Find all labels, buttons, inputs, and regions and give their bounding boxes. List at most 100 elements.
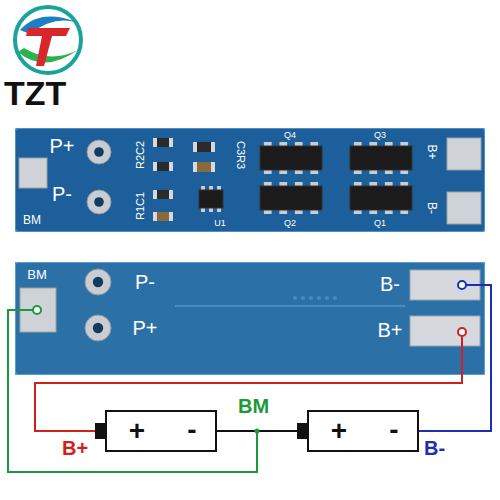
chip-pin <box>369 142 377 146</box>
wire-junction <box>255 429 260 434</box>
chip-pin <box>217 208 221 212</box>
through-hole-pad <box>87 140 111 164</box>
chip-pin <box>400 182 408 186</box>
pad-name: BM <box>27 268 47 281</box>
via <box>293 296 297 300</box>
terminal-sign: + <box>331 417 347 445</box>
chip-pin <box>385 182 393 186</box>
smd-part <box>153 190 173 199</box>
chip-pin <box>201 186 205 190</box>
smd-part <box>153 162 173 171</box>
chip-pin <box>264 170 272 174</box>
chip-pin <box>279 170 287 174</box>
pcb-bottom-view-art <box>15 262 485 375</box>
smd-end <box>169 190 173 199</box>
battery-body <box>106 411 216 451</box>
chip-pin <box>295 210 303 214</box>
pcb-body <box>15 262 485 375</box>
smd-end <box>169 212 173 221</box>
chip-pin <box>310 142 318 146</box>
solder-point <box>458 281 466 289</box>
through-hole-pad <box>87 190 111 214</box>
drill-hole <box>94 197 104 207</box>
battery-nub <box>297 423 307 439</box>
smd-end <box>153 212 157 221</box>
smd-end <box>211 162 215 172</box>
chip-pin <box>279 210 287 214</box>
battery-cell: +- <box>297 410 419 452</box>
smd-end <box>169 138 173 147</box>
via <box>309 296 313 300</box>
part-name: C3R3 <box>235 141 246 169</box>
terminal-sign: - <box>389 416 398 444</box>
battery-nub <box>95 423 105 439</box>
smd-end <box>193 162 197 172</box>
solder-point <box>33 306 41 314</box>
part-name: U1 <box>214 219 226 228</box>
chip-pin <box>400 170 408 174</box>
chip-pin <box>354 142 362 146</box>
chip-pin <box>385 142 393 146</box>
part-name: Q4 <box>284 131 296 140</box>
smd-end <box>153 138 157 147</box>
chip-pin <box>354 182 362 186</box>
chip-pin <box>295 170 303 174</box>
chip-body <box>350 146 412 170</box>
smd-part <box>193 142 215 152</box>
smd-end <box>169 162 173 171</box>
battery-cell-art <box>297 410 419 452</box>
pad-name: P+ <box>132 318 157 338</box>
chip-pin <box>209 186 213 190</box>
chip-pin <box>201 208 205 212</box>
wire-label: B- <box>424 438 445 458</box>
battery-cell-art <box>95 410 217 452</box>
brand-logo <box>0 0 100 82</box>
via <box>333 296 337 300</box>
copper-trace <box>175 305 405 307</box>
smd-part <box>153 212 173 221</box>
pcb-top-view: P+R2C2C3R3Q4Q3B+P-R1C1BMU1Q2Q1B- <box>15 128 485 232</box>
terminal-sign: - <box>187 416 196 444</box>
pcb-top-view-art <box>15 128 485 232</box>
chip-body <box>260 146 322 170</box>
pad-name: P- <box>135 272 155 292</box>
chip-body <box>260 186 322 210</box>
pcb-bottom-view: BM P- P+ B- B+ <box>15 262 485 375</box>
chip-pin <box>385 170 393 174</box>
part-name: R2C2 <box>135 141 146 169</box>
wire-label: BM <box>238 396 269 416</box>
chip-pin <box>400 210 408 214</box>
chip-pin <box>369 182 377 186</box>
solder-pad <box>447 138 481 170</box>
chip-body <box>199 190 223 208</box>
battery-body <box>308 411 418 451</box>
solder-pad <box>447 192 481 224</box>
pad-name: B+ <box>377 320 402 340</box>
chip-pin <box>279 142 287 146</box>
chip-pin <box>295 142 303 146</box>
pad-name: P- <box>52 184 72 204</box>
chip-pin <box>310 210 318 214</box>
pad-name: B- <box>380 274 400 294</box>
chip-pin <box>264 210 272 214</box>
chip-pin <box>354 210 362 214</box>
smd-part <box>153 138 173 147</box>
solder-pad <box>410 316 480 346</box>
terminal-sign: + <box>129 417 145 445</box>
smd-end <box>153 190 157 199</box>
smd-end <box>211 142 215 152</box>
smd-part <box>193 162 215 172</box>
pad-name: B+ <box>426 144 438 159</box>
chip-pin <box>310 182 318 186</box>
pad-name: BM <box>23 214 41 226</box>
solder-point <box>458 328 466 336</box>
pad-name: B- <box>426 202 438 214</box>
part-name: Q3 <box>374 131 386 140</box>
chip-pin <box>369 210 377 214</box>
logo-t <box>26 28 70 66</box>
wire-label: B+ <box>62 438 88 458</box>
part-name: Q2 <box>284 219 296 228</box>
logo-ring <box>15 7 81 73</box>
wire-stub <box>461 332 463 375</box>
